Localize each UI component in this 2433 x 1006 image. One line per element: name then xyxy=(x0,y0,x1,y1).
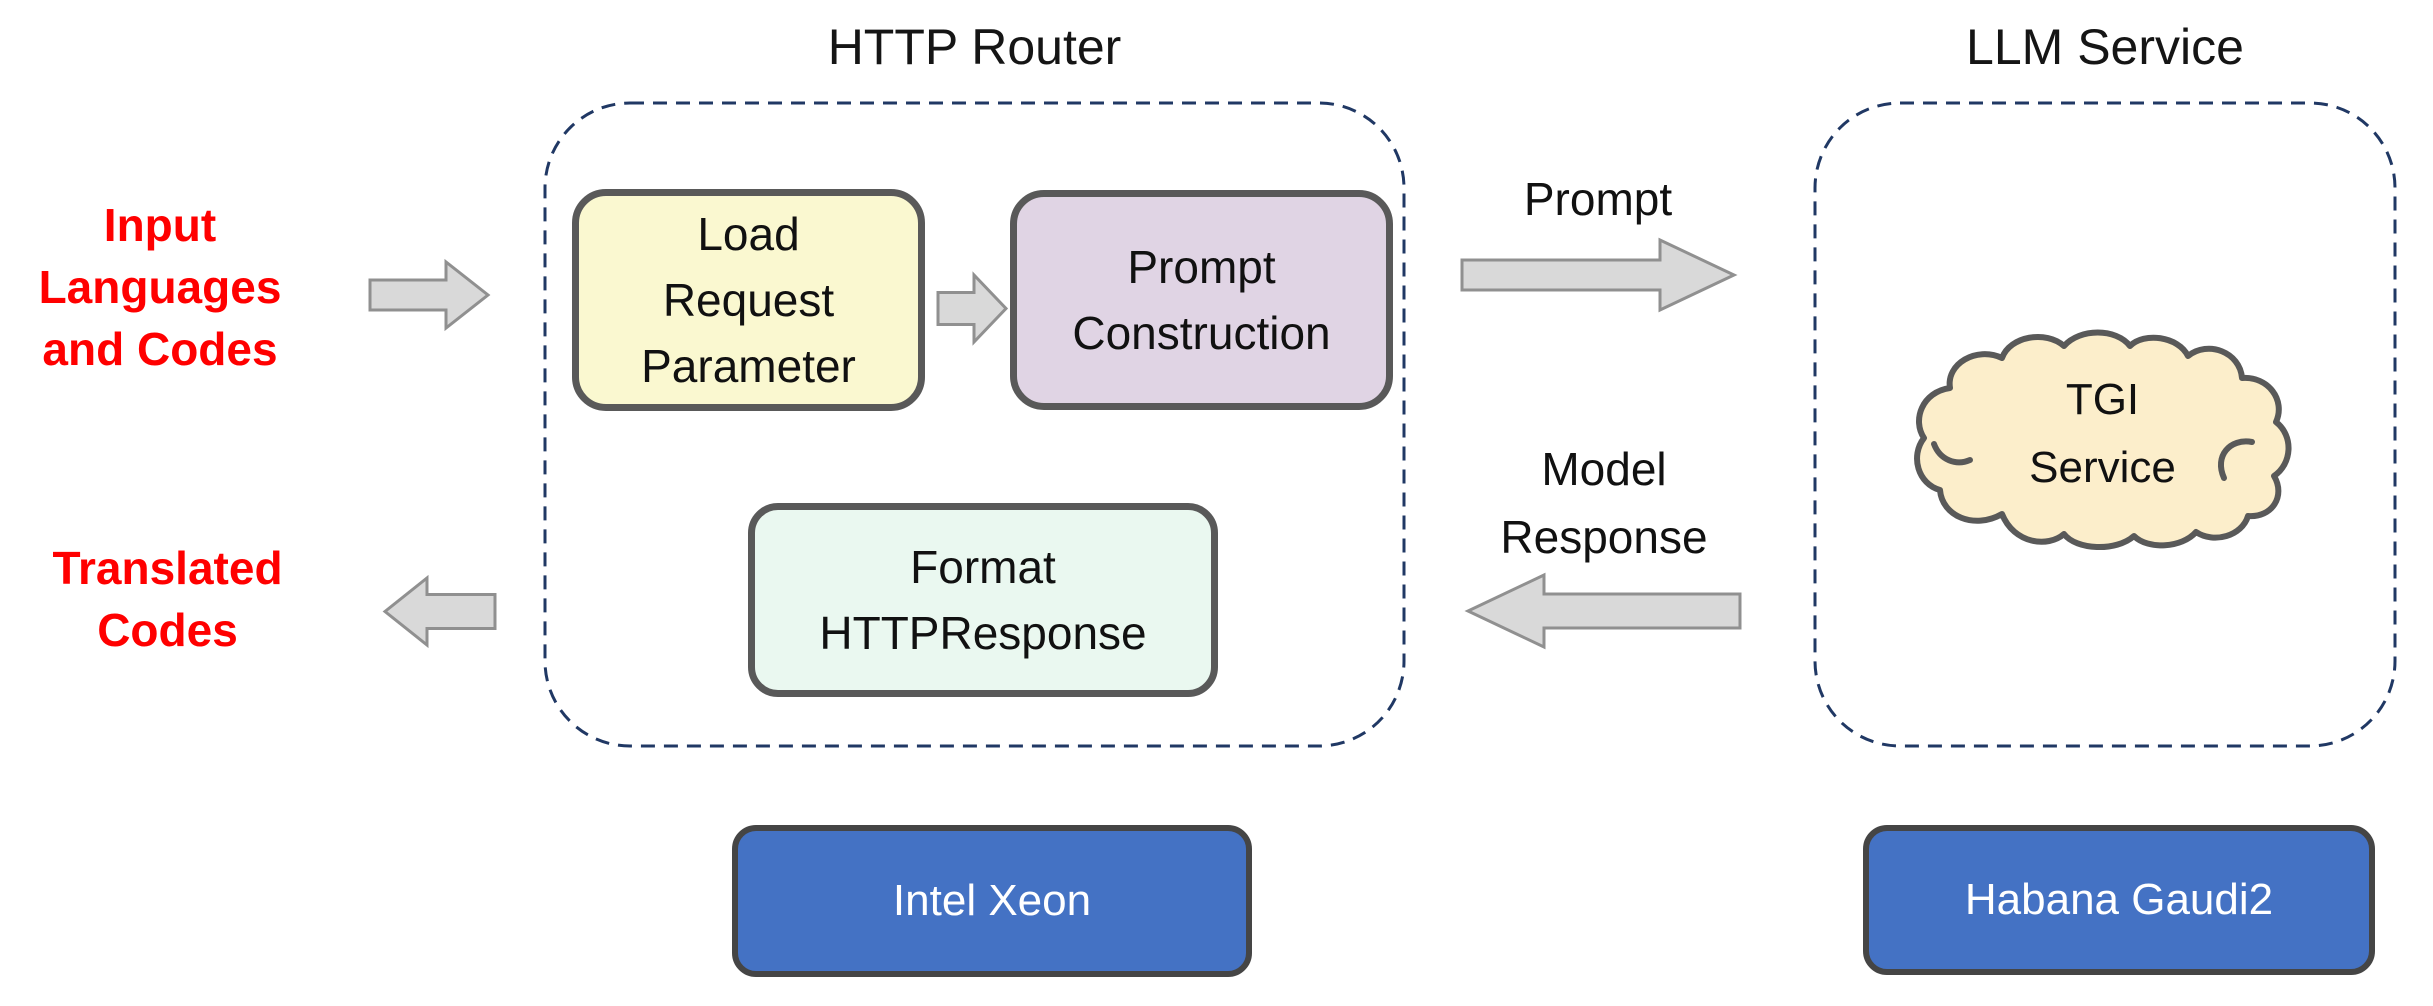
llm-service-title: LLM Service xyxy=(1966,19,2244,75)
input-languages-label: Input Languages and Codes xyxy=(38,199,282,375)
response-arrow-icon xyxy=(1464,572,1742,650)
tgi-service-cloud-label: TGI Service xyxy=(2029,374,2176,492)
translated-codes-label: Translated Codes xyxy=(52,542,283,656)
http-router-title: HTTP Router xyxy=(827,19,1122,75)
router-internal-arrow-icon xyxy=(936,271,1009,346)
habana-gaudi2-box: Habana Gaudi2 xyxy=(1863,825,2375,975)
prompt-flow-label: Prompt xyxy=(1523,173,1673,225)
output-arrow-icon xyxy=(382,574,497,649)
input-arrow-icon xyxy=(368,258,491,332)
format-httpresponse-box: Format HTTPResponse xyxy=(748,503,1218,697)
model-response-flow-label: Model Response xyxy=(1500,443,1708,563)
prompt-construction-box: Prompt Construction xyxy=(1010,190,1393,410)
load-request-parameter-box: Load Request Parameter xyxy=(572,189,925,411)
intel-xeon-box: Intel Xeon xyxy=(732,825,1252,977)
http-router-dashed-container xyxy=(543,101,1406,748)
tgi-cloud-shape xyxy=(1914,329,2292,550)
prompt-arrow-icon xyxy=(1460,237,1738,313)
